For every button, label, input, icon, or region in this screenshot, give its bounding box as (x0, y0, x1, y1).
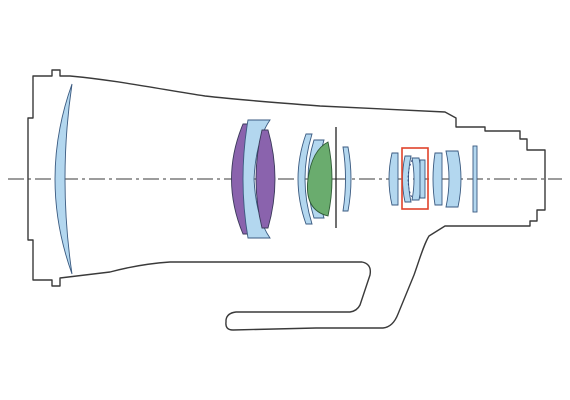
lens-focus-element-3 (419, 159, 426, 199)
lens-meniscus-element (297, 133, 313, 225)
lens-front-protective-element (54, 83, 73, 275)
lens-rear-plate-element (472, 145, 478, 213)
lens-rear-group-element-1 (388, 152, 399, 206)
lens-fluorite-element-2 (255, 129, 276, 229)
highlighted-focus-group (401, 147, 429, 210)
lens-barrel-outline (27, 69, 546, 331)
lens-single-element-after-stop (342, 146, 352, 212)
lens-rear-group-element-3 (445, 150, 462, 208)
lens-rear-group-element-2 (432, 152, 443, 206)
lens-special-dispersion-element (306, 141, 333, 217)
highlight-box (401, 147, 429, 210)
lens-focus-element-1 (402, 155, 412, 203)
